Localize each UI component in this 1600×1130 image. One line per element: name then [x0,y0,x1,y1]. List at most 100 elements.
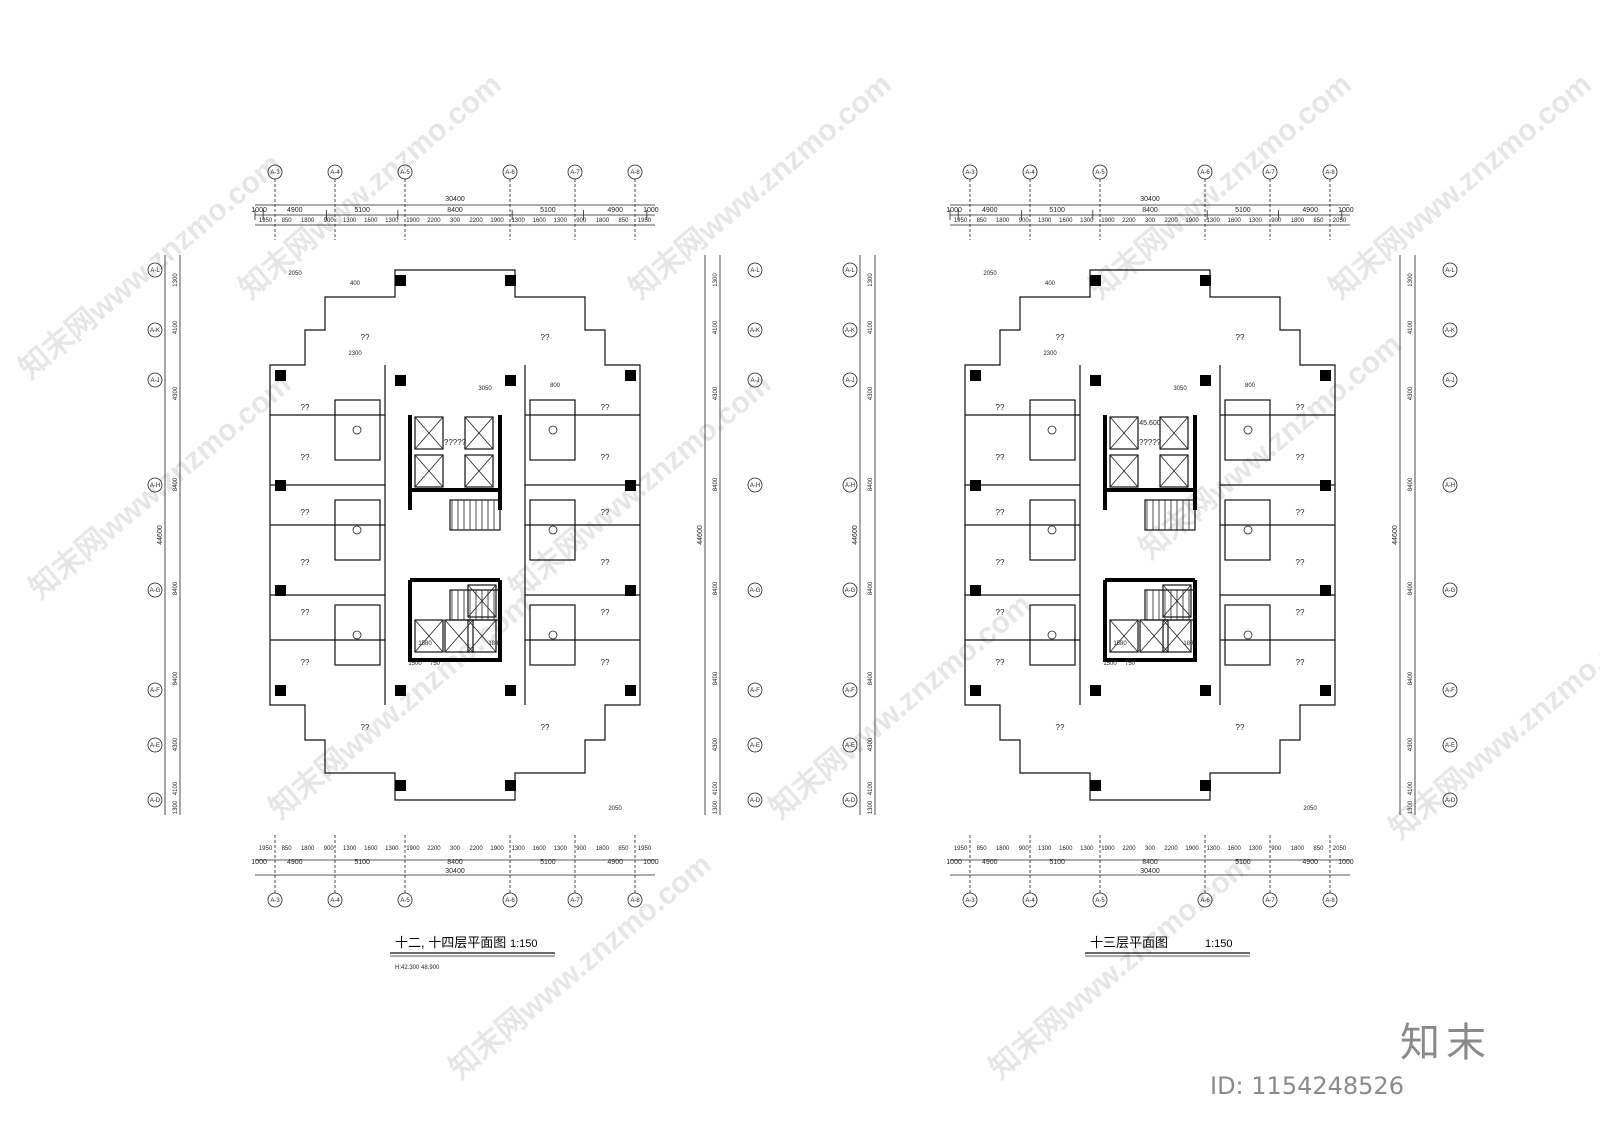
axis-bubble [147,322,163,338]
column [395,780,406,791]
dim-vertical: 8400 [713,477,719,491]
dim-sub-bottom: 300 [450,846,461,852]
dim-bottom: 4900 [287,859,303,866]
room-label: ?? [301,608,310,617]
dim-sub-bottom: 850 [977,846,988,852]
axis-label: A-6 [1200,898,1210,904]
room-label: ?? [541,333,550,342]
dim-sub: 1300 [1249,218,1263,224]
dim-bottom: 5100 [1235,859,1251,866]
plan-scale: 1:150 [510,938,538,950]
dim-sub: 900 [324,218,335,224]
dim-sub-bottom: 1300 [554,846,568,852]
dim-vertical: 1300 [713,800,719,814]
axis-label: A-D [845,798,856,804]
small-dim: 2050 [288,271,302,277]
axis-label: A-G [845,588,856,594]
dim-sub: 1800 [301,218,315,224]
small-dim: 2050 [983,271,997,277]
column [625,585,636,596]
axis-label: A-E [845,743,855,749]
dim-top: 8400 [1142,207,1158,214]
column [1320,480,1331,491]
small-dim: 2050 [1303,806,1317,812]
axis-bubble [147,477,163,493]
dim-top: 1000 [946,207,962,214]
axis-bubble [147,682,163,698]
axis-bubble [1442,262,1458,278]
dim-sub: 2050 [1333,218,1347,224]
dim-sub: 1800 [596,218,610,224]
dim-sub-bottom: 850 [282,846,293,852]
watermark-text: 知末网www.znzmo.com [763,588,1037,826]
elevator-cross [464,416,494,450]
dim-sub: 1600 [364,218,378,224]
dim-sub: 850 [977,218,988,224]
bathroom [334,499,381,561]
dim-top: 1000 [251,207,267,214]
dim-sub-bottom: 1950 [638,846,652,852]
dim-bottom: 5100 [354,859,370,866]
bathroom [334,604,381,666]
axis-label: A-8 [630,170,640,176]
axis-label: A-E [150,743,160,749]
axis-label: A-K [1445,328,1455,334]
axis-label: A-3 [270,170,280,176]
core-wall [1103,415,1197,662]
dim-vertical: 4100 [713,320,719,334]
dim-sub: 1300 [554,218,568,224]
dim-sub-bottom: 2200 [469,846,483,852]
watermark-text: 知末网www.znzmo.com [983,848,1257,1086]
elevator-cross [1159,416,1189,450]
toilet-icon [1047,630,1057,640]
dim-sub-bottom: 900 [576,846,587,852]
dim-sub-bottom: 1300 [343,846,357,852]
axis-bubble [842,372,858,388]
toilet-icon [548,630,558,640]
axis-label: A-3 [965,170,975,176]
column [1200,685,1211,696]
axis-label: A-4 [1025,898,1035,904]
room-label: ????? [444,438,467,447]
dim-vertical: 1300 [713,273,719,287]
room-label: ?? [601,508,610,517]
elevator-cross [1159,454,1189,488]
elevator-cross [1109,619,1139,653]
dim-sub: 1950 [638,218,652,224]
drawing-id: ID: 1154248526 [1210,1072,1404,1100]
dim-vertical: 8400 [173,477,179,491]
dim-sub: 2200 [427,218,441,224]
small-dim: 2300 [1043,351,1057,357]
small-dim: 750 [430,661,441,667]
column [1090,780,1101,791]
dim-sub-bottom: 1900 [1101,846,1115,852]
small-dim: 3050 [1173,386,1187,392]
dim-total-vertical: 44600 [852,525,859,545]
axis-bubble [147,737,163,753]
room-label: ?? [1296,558,1305,567]
dim-sub-bottom: 2200 [1164,846,1178,852]
column [1320,585,1331,596]
axis-label: A-L [845,268,855,274]
toilet-icon [1243,425,1253,435]
dim-total-vertical: 44600 [157,525,164,545]
axis-bubble [147,792,163,808]
dim-sub: 1900 [1101,218,1115,224]
column [395,685,406,696]
column [1200,780,1211,791]
toilet-icon [1047,425,1057,435]
room-label: ?? [1236,333,1245,342]
dim-vertical: 4300 [713,737,719,751]
dim-vertical: 4100 [173,781,179,795]
dim-vertical: 4300 [1408,386,1414,400]
room-label: ?? [301,658,310,667]
axis-label: A-4 [1025,170,1035,176]
column [395,275,406,286]
elevator-shaft [464,454,494,488]
dim-sub-bottom: 1900 [1185,846,1199,852]
dim-vertical: 1300 [173,800,179,814]
plan-scale: 1:150 [1205,938,1233,950]
room-label: ?? [601,658,610,667]
dim-vertical: 8400 [173,671,179,685]
dim-bottom: 1000 [643,859,659,866]
